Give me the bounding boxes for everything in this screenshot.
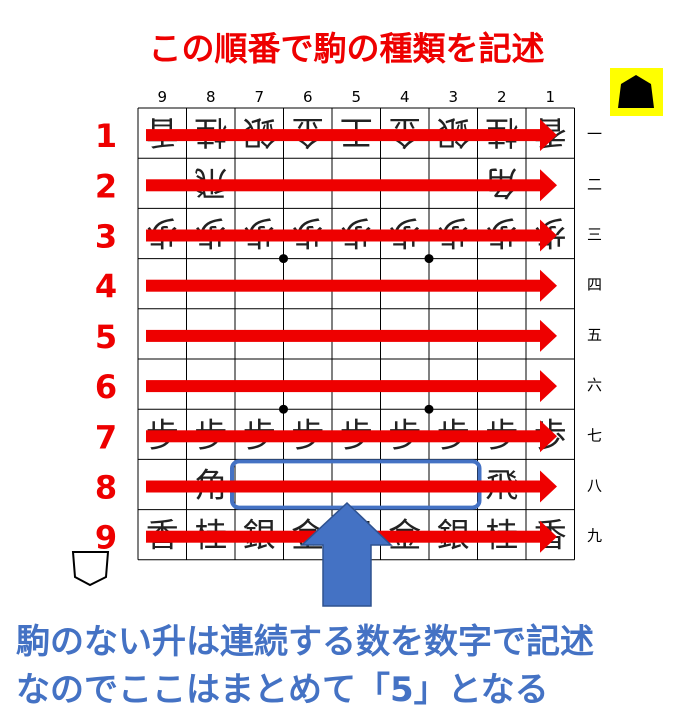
order-arrow-shaft xyxy=(146,480,542,493)
star-point-dot xyxy=(424,254,434,264)
row-label: 三 xyxy=(587,226,602,244)
row-label: 二 xyxy=(587,175,602,193)
order-number: 1 xyxy=(95,117,117,155)
order-arrow-shaft xyxy=(146,129,542,142)
star-point-dot xyxy=(424,404,434,414)
up-arrow-icon xyxy=(300,501,393,607)
caption-line-2: なのでここはまとめて「5」となる xyxy=(16,670,549,710)
star-point-dot xyxy=(279,254,288,264)
column-label: 4 xyxy=(400,88,410,106)
order-arrow-head xyxy=(540,119,557,152)
column-label: 2 xyxy=(497,88,507,106)
order-arrow-head xyxy=(540,370,557,403)
row-label: 八 xyxy=(587,477,602,495)
order-arrow-head xyxy=(540,470,557,503)
order-arrow-shaft xyxy=(146,380,542,393)
order-arrow-head xyxy=(540,169,557,202)
order-number: 8 xyxy=(95,469,117,507)
row-label: 一 xyxy=(587,125,602,143)
order-arrow-shaft xyxy=(146,279,542,292)
order-arrow-head xyxy=(540,319,557,352)
column-label: 7 xyxy=(254,88,264,106)
gote-hand-pentagon-icon xyxy=(618,75,654,108)
column-label: 3 xyxy=(448,88,458,106)
column-label: 6 xyxy=(303,88,313,106)
order-number: 2 xyxy=(95,167,117,205)
order-number: 6 xyxy=(95,368,117,406)
order-arrow-shaft xyxy=(146,229,542,242)
order-number: 4 xyxy=(95,268,117,306)
column-label: 8 xyxy=(206,88,216,106)
order-arrow-shaft xyxy=(146,179,542,192)
order-arrow-head xyxy=(540,420,557,453)
sente-hand-pentagon-icon xyxy=(71,551,110,587)
caption-line-1: 駒のない升は連続する数を数字で記述 xyxy=(16,622,594,662)
star-point-dot xyxy=(279,404,288,414)
row-label: 九 xyxy=(587,527,602,545)
order-number: 5 xyxy=(95,318,117,356)
order-number: 3 xyxy=(95,218,117,256)
row-label: 六 xyxy=(587,376,602,394)
order-number: 9 xyxy=(95,519,117,557)
order-arrow-shaft xyxy=(146,329,542,342)
column-label: 1 xyxy=(545,88,555,106)
column-label: 9 xyxy=(157,88,167,106)
order-arrow-head xyxy=(540,520,557,553)
order-arrow-head xyxy=(540,269,557,302)
row-label: 四 xyxy=(587,276,602,294)
order-arrow-shaft xyxy=(146,430,542,443)
order-arrow-head xyxy=(540,219,557,252)
column-label: 5 xyxy=(351,88,361,106)
order-number: 7 xyxy=(95,418,117,456)
row-label: 五 xyxy=(587,326,602,344)
row-label: 七 xyxy=(587,426,602,444)
page-title: この順番で駒の種類を記述 xyxy=(148,29,545,68)
